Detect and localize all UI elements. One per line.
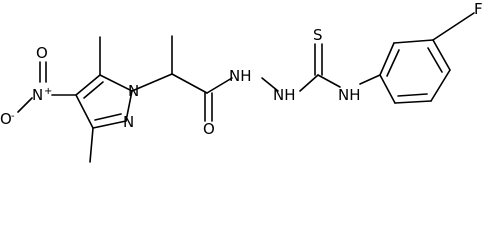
charge-nitro-n: + — [44, 86, 52, 97]
molecule-drawing: N + O - O N N O NH NH S NH F — [0, 0, 483, 163]
charge-nitro-o: - — [11, 111, 15, 122]
chemical-structure: N + O - O N N O NH NH S NH F — [0, 0, 483, 163]
bond-thio-c-nh — [317, 74, 341, 88]
bond-c4-c5-double — [83, 81, 104, 99]
atom-label-pyrazole-n2: N — [123, 113, 134, 131]
bond-ar-3-double — [427, 47, 443, 73]
bond-c3-c4 — [75, 94, 94, 129]
atom-label-pyrazole-n1: N — [128, 82, 139, 100]
bond-c4-c5 — [75, 74, 101, 96]
atom-label-carbonyl-o: O — [203, 120, 215, 138]
bond-ar-5-double — [397, 93, 428, 97]
atom-label-nitro-n: N — [32, 86, 43, 104]
bond-ar-f — [432, 12, 475, 41]
bond-c5-n1 — [99, 74, 133, 92]
bond-nitro-n-o-minus — [17, 97, 33, 113]
bond-ch-carbonyl — [171, 73, 208, 94]
atom-label-fluoro-f: F — [474, 0, 483, 18]
bond-nh-ring — [359, 74, 381, 85]
bond-ar-1 — [379, 42, 395, 76]
atom-label-hydrazide-nh2: NH — [273, 86, 296, 104]
bond-nh-nh — [261, 77, 279, 92]
atom-label-hydrazide-nh1: NH — [229, 67, 252, 85]
atom-label-thiourea-nh: NH — [338, 86, 361, 104]
bond-ar-4 — [430, 69, 451, 102]
atom-label-nitro-o-minus: O — [0, 110, 12, 128]
bond-ar-3 — [432, 39, 451, 71]
bond-n1-ch — [131, 73, 173, 92]
bond-n1-n2 — [125, 90, 133, 122]
bond-ar-6 — [379, 74, 396, 104]
bond-ar-5 — [394, 100, 432, 104]
bond-nh-thio-c — [299, 74, 319, 92]
bond-n2-c3-double — [94, 113, 122, 121]
bond-n2-c3 — [92, 120, 127, 129]
bond-c3-methyl — [89, 127, 94, 163]
bond-carbonyl-nh — [206, 77, 233, 94]
atom-label-thio-s: S — [313, 26, 323, 44]
atom-label-nitro-o: O — [36, 44, 48, 62]
bond-ar-1-double — [386, 49, 400, 77]
bond-ar-2 — [393, 39, 434, 44]
